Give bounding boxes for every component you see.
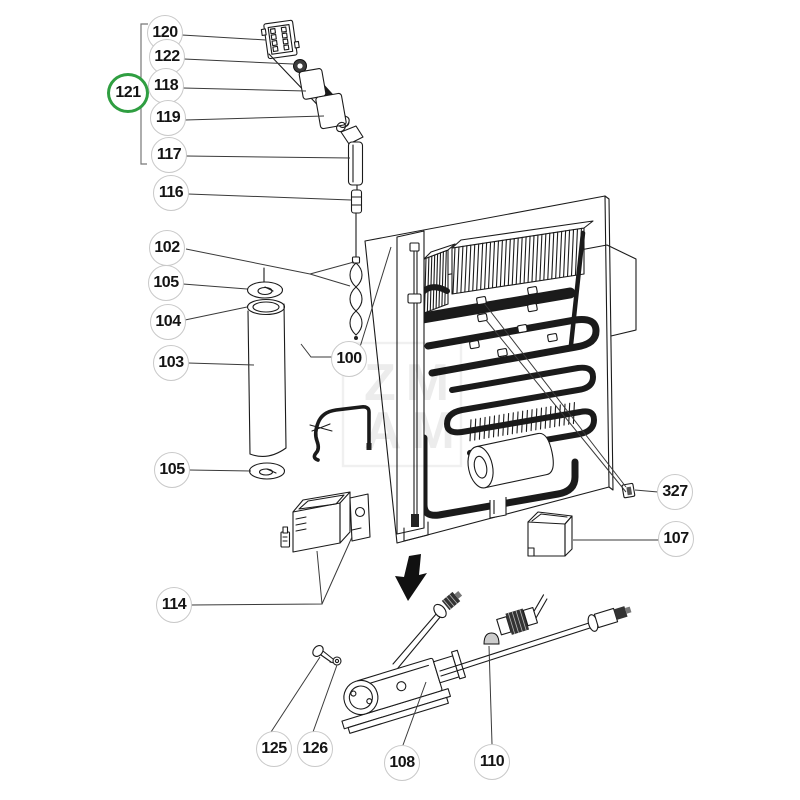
part-label-103: 103	[153, 345, 189, 381]
part-label-100: 100	[331, 341, 367, 377]
part-label-104: 104	[150, 304, 186, 340]
burner-tube	[340, 125, 364, 186]
washer-nut	[332, 656, 342, 666]
part-label-118: 118	[148, 68, 184, 104]
thermocouple-rod	[439, 606, 632, 677]
part-label-110: 110	[474, 744, 510, 780]
seal-cap	[483, 632, 500, 645]
cooling-unit	[403, 220, 637, 519]
screw	[312, 645, 335, 664]
part-label-107: 107	[658, 521, 694, 557]
part-label-121: 121	[107, 73, 149, 113]
burner-valve-unit	[341, 590, 467, 734]
flue-pipe-assembly	[396, 230, 429, 542]
part-label-117: 117	[151, 137, 187, 173]
part-label-126: 126	[297, 731, 333, 767]
absorber-coil	[443, 364, 598, 456]
part-label-327: 327	[657, 474, 693, 510]
drip-cup	[527, 511, 573, 557]
part-label-125: 125	[256, 731, 292, 767]
part-label-116: 116	[153, 175, 189, 211]
burner-housing-bracket	[280, 491, 371, 553]
tank-cartridge	[246, 267, 287, 480]
tube-clips	[469, 286, 558, 358]
svg-text:AM: AM	[364, 402, 465, 460]
svg-text:ZM: ZM	[364, 354, 459, 412]
part-label-105: 105	[148, 265, 184, 301]
down-arrow	[395, 554, 427, 601]
ignition-board	[260, 19, 300, 60]
part-label-102: 102	[149, 230, 185, 266]
part-label-114: 114	[156, 587, 192, 623]
pipe-loop	[424, 316, 600, 377]
pipe-clip	[621, 482, 636, 499]
lower-pipe-loop	[420, 434, 579, 519]
leader-lines	[181, 34, 659, 746]
thermocouple-wire	[349, 217, 363, 340]
condenser-fins-small	[423, 243, 456, 314]
part-label-108: 108	[384, 745, 420, 781]
condenser-fins-large	[451, 220, 594, 295]
part-label-105: 105	[154, 452, 190, 488]
watermark: ZM AM	[341, 341, 465, 468]
burner-flange-lower	[315, 92, 350, 133]
gas-pipe	[309, 405, 372, 462]
interrupter-piece	[496, 594, 548, 636]
part-label-119: 119	[150, 100, 186, 136]
part-label-122: 122	[149, 39, 185, 75]
boiler-vessel	[467, 432, 554, 489]
